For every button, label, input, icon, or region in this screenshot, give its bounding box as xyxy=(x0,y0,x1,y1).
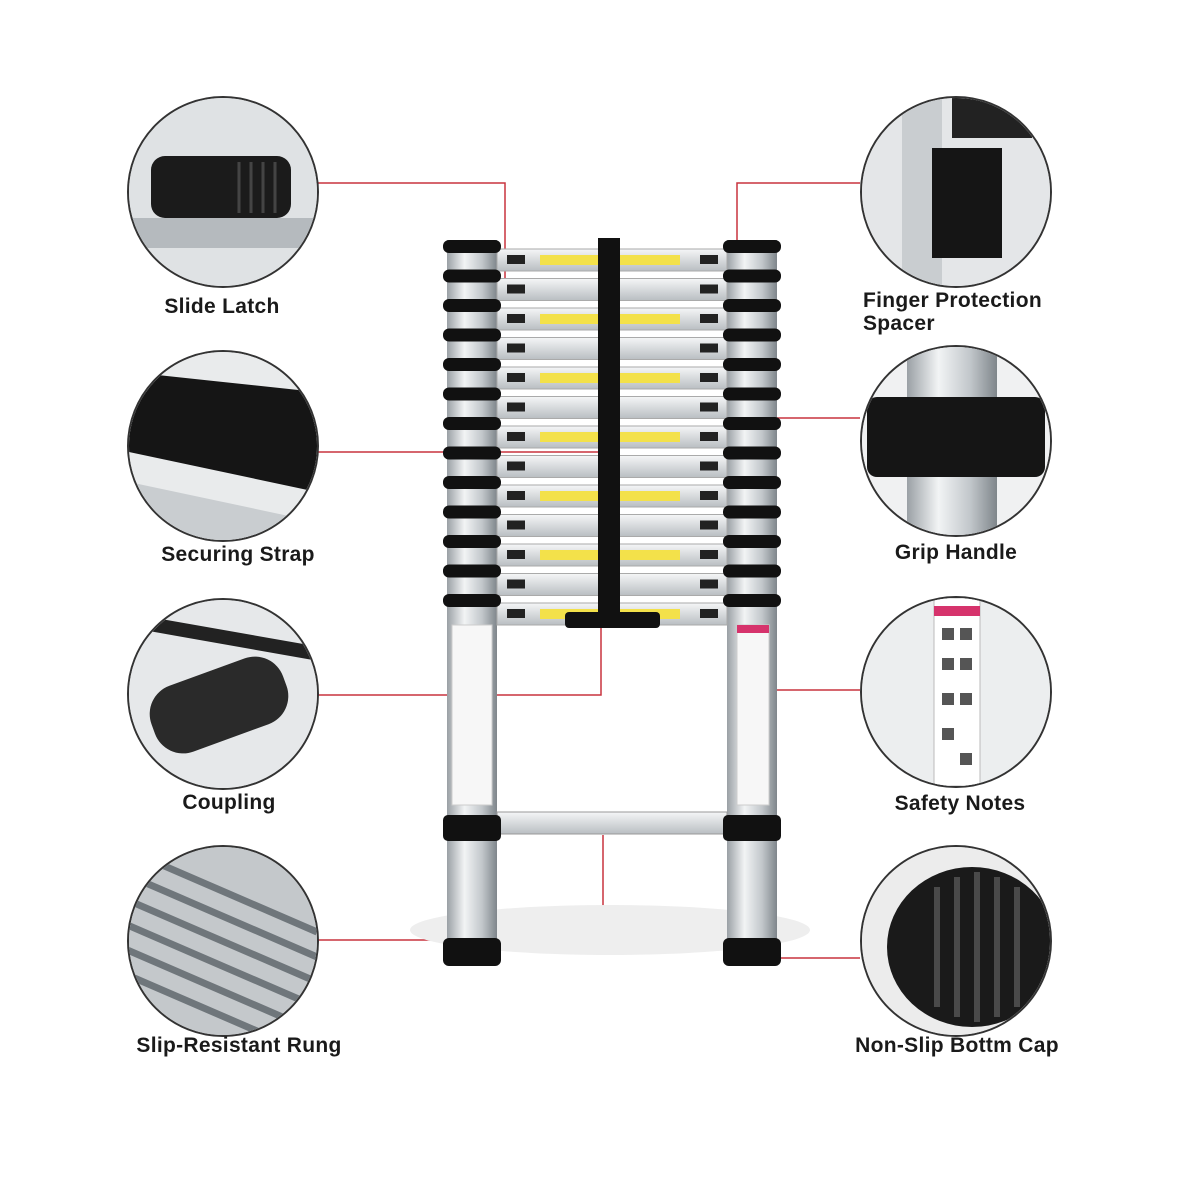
slide-latch xyxy=(507,520,525,530)
slide-latch xyxy=(700,491,718,500)
spacer-band xyxy=(443,564,501,578)
spacer-band xyxy=(443,269,501,283)
slide-latch xyxy=(700,255,718,264)
spacer-band xyxy=(443,505,501,519)
slide-latch xyxy=(507,609,525,618)
safety-notes-detail xyxy=(860,596,1052,788)
spacer-band xyxy=(443,328,501,342)
spacer-band xyxy=(443,387,501,401)
spacer-band xyxy=(443,476,501,489)
slide-latch xyxy=(507,255,525,264)
callout-lines xyxy=(318,182,860,959)
spacer-band xyxy=(443,417,501,430)
securing-strap-detail xyxy=(127,350,319,542)
finger-protection-spacer-detail xyxy=(860,96,1052,288)
slide-latch xyxy=(700,284,718,294)
spacer-band xyxy=(723,505,781,519)
slide-latch xyxy=(507,432,525,441)
slide-latch xyxy=(700,402,718,412)
spacer-band xyxy=(443,594,501,607)
non-slip-cap-detail xyxy=(860,845,1052,1037)
spacer-band xyxy=(723,328,781,342)
slide-latch xyxy=(700,461,718,471)
label-grip-handle: Grip Handle xyxy=(894,541,1018,564)
slide-latch xyxy=(700,550,718,559)
slide-latch xyxy=(700,520,718,530)
label-non-slip-cap: Non-Slip Bottm Cap xyxy=(855,1034,1059,1057)
slide-latch xyxy=(700,432,718,441)
spacer-band xyxy=(723,564,781,578)
slide-latch xyxy=(700,314,718,323)
grip-handle-detail xyxy=(860,345,1052,537)
slide-latch xyxy=(507,491,525,500)
label-slip-resistant-rung: Slip-Resistant Rung xyxy=(136,1034,342,1057)
ladder xyxy=(410,238,810,966)
label-finger-protection-spacer: Finger Protection Spacer xyxy=(863,289,1042,335)
slide-latch xyxy=(507,579,525,589)
spacer-band xyxy=(723,417,781,430)
spacer-band xyxy=(723,535,781,548)
slide-latch xyxy=(700,343,718,353)
spacer-band xyxy=(723,476,781,489)
slide-latch xyxy=(700,373,718,382)
label-line-1: Finger Protection xyxy=(863,289,1042,312)
spacer-band xyxy=(723,240,781,253)
spacer-band xyxy=(723,446,781,460)
spacer-band xyxy=(443,535,501,548)
slip-resistant-rung-detail xyxy=(127,845,319,1037)
label-safety-notes: Safety Notes xyxy=(894,792,1026,815)
slide-latch xyxy=(507,314,525,323)
slide-latch xyxy=(507,461,525,471)
spacer-band xyxy=(723,269,781,283)
slide-latch xyxy=(700,609,718,618)
slide-latch xyxy=(507,343,525,353)
label-securing-strap: Securing Strap xyxy=(161,543,315,566)
slide-latch-detail xyxy=(127,96,319,288)
slide-latch xyxy=(507,373,525,382)
spacer-band xyxy=(443,299,501,312)
spacer-band xyxy=(723,594,781,607)
label-slide-latch: Slide Latch xyxy=(164,295,280,318)
label-line-2: Spacer xyxy=(863,312,935,335)
spacer-band xyxy=(443,358,501,371)
coupling-detail xyxy=(127,598,319,790)
spacer-band xyxy=(723,387,781,401)
spacer-band xyxy=(443,240,501,253)
slide-latch xyxy=(700,579,718,589)
label-coupling: Coupling xyxy=(182,791,276,814)
spacer-band xyxy=(723,299,781,312)
slide-latch xyxy=(507,550,525,559)
spacer-band xyxy=(723,358,781,371)
slide-latch xyxy=(507,284,525,294)
spacer-band xyxy=(443,446,501,460)
slide-latch xyxy=(507,402,525,412)
